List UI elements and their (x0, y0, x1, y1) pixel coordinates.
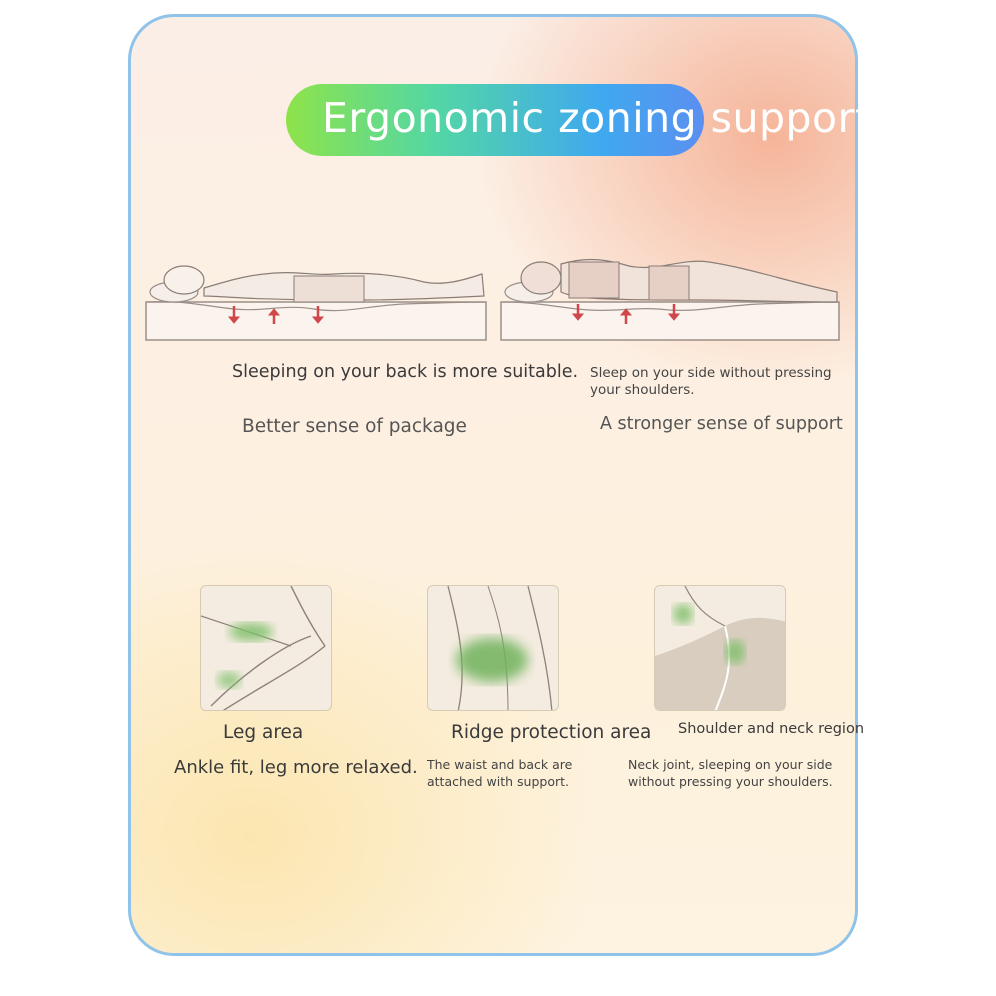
leg-area-description: Ankle fit, leg more relaxed. (174, 757, 418, 778)
shoulder-neck-label: Shoulder and neck region (678, 721, 865, 737)
page-title: Ergonomic zoning support (322, 94, 872, 142)
back-sleep-caption: Sleeping on your back is more suitable. (232, 362, 579, 382)
side-sleep-subcaption: A stronger sense of support (600, 414, 843, 434)
ridge-area-description: The waist and back are attached with sup… (427, 757, 573, 789)
leg-area-label: Leg area (223, 722, 304, 743)
side-sleeping-illustration (500, 258, 840, 341)
ridge-area-image (427, 585, 559, 711)
side-sleep-caption: Sleep on your side without pressing your… (590, 365, 832, 398)
back-sleeping-illustration (145, 265, 487, 341)
ridge-area-label: Ridge protection area (451, 722, 652, 743)
shoulder-neck-description: Neck joint, sleeping on your side withou… (628, 757, 833, 789)
title-pill (286, 84, 704, 156)
back-sleep-subcaption: Better sense of package (242, 416, 467, 437)
shoulder-neck-image (654, 585, 786, 711)
leg-area-image (200, 585, 332, 711)
content-card (128, 14, 858, 956)
